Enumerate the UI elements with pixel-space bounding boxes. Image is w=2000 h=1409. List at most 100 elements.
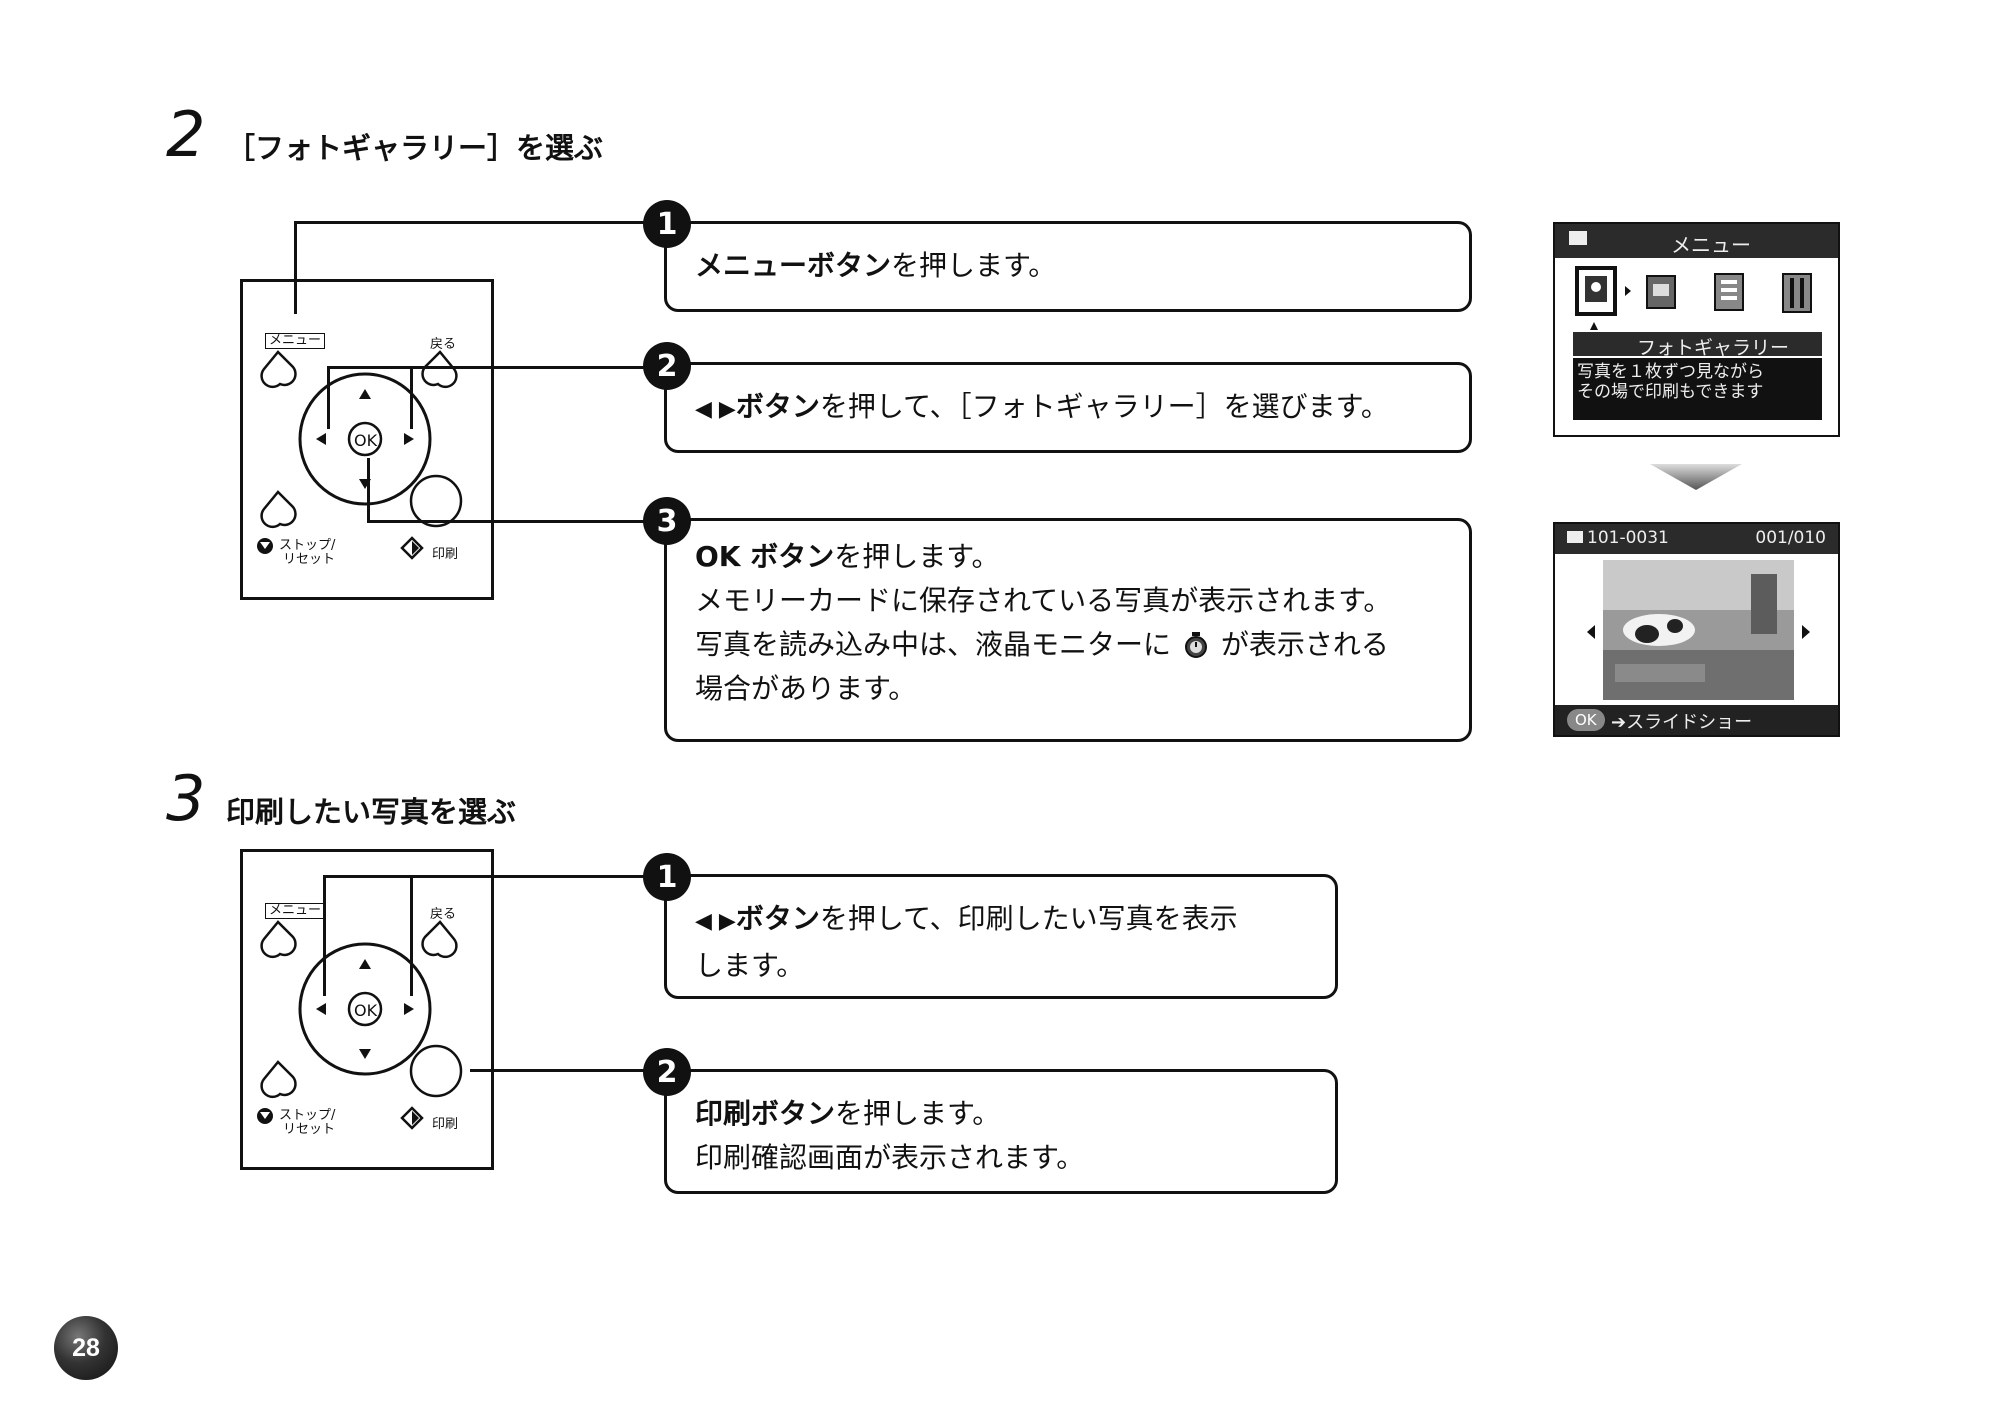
lcd-menu-header: メニュー xyxy=(1671,233,1751,257)
dpad-left-arrow xyxy=(316,1003,326,1015)
next-photo-arrow xyxy=(1802,625,1810,639)
instruction-text: が表示される xyxy=(1220,628,1389,661)
ok-button-badge: OK xyxy=(1567,709,1605,731)
bold-label: ボタン xyxy=(735,902,820,935)
lcd-photo-file: 101-0031 xyxy=(1587,528,1669,548)
back-button-label: 戻る xyxy=(430,337,457,352)
instruction-line: 印刷確認画面が表示されます。 xyxy=(695,1141,1085,1174)
instruction-line: メニューボタンを押します。 xyxy=(695,244,1447,288)
instruction-line: します。 xyxy=(695,949,805,982)
instruction-box-3-2: 印刷ボタンを押します。 印刷確認画面が表示されます。 xyxy=(664,1069,1338,1194)
print-side-button-shape xyxy=(409,474,463,528)
connector-menu-vertical xyxy=(294,221,297,314)
step-3-badge-1: 1 xyxy=(643,853,691,901)
step-2-number: 2 xyxy=(166,98,206,171)
timer-icon xyxy=(1184,632,1207,658)
lcd-photo-header-bar: 101-0031 001/010 xyxy=(1555,524,1838,554)
card-icon xyxy=(1567,531,1583,543)
connector-right-vertical xyxy=(410,875,413,996)
lower-left-button-shape xyxy=(260,490,297,529)
lcd-photo-counter: 001/010 xyxy=(1755,528,1826,548)
instruction-box-3-1: ◀ ▶ボタンを押して、印刷したい写真を表示 します。 xyxy=(664,874,1338,999)
instruction-line: OK ボタンを押します。 xyxy=(695,535,1447,579)
lcd-menu-desc: 写真を１枚ずつ見ながら その場で印刷もできます xyxy=(1573,358,1822,420)
lcd-photo-screen: 101-0031 001/010 OK ➔スライドショー xyxy=(1553,522,1840,737)
stop-label-1: ストップ/ xyxy=(279,1108,336,1123)
lcd-menu-caption: フォトギャラリー xyxy=(1637,337,1790,359)
print-side-button-shape xyxy=(409,1044,463,1098)
lcd-photo-footer: OK ➔スライドショー xyxy=(1555,705,1838,735)
menu-button-shape xyxy=(260,920,297,959)
instruction-box-2-2: ◀ ▶ボタンを押して、［フォトギャラリー］を選びます。 xyxy=(664,362,1472,453)
transition-arrow-icon xyxy=(1650,464,1742,490)
lcd-menu-caption-bar: フォトギャラリー xyxy=(1573,332,1822,359)
instruction-line: 写真を読み込み中は、液晶モニターに が表示される xyxy=(695,623,1447,667)
step-2-title: ［フォトギャラリー］を選ぶ xyxy=(226,131,604,165)
back-button-label: 戻る xyxy=(430,907,457,922)
control-panel-diagram: メニュー 戻る OK ストップ/ リセット 印刷 xyxy=(240,279,494,600)
instruction-text: を押します。 xyxy=(835,1097,1001,1130)
step-2-badge-1: 1 xyxy=(643,200,691,248)
lcd-menu-desc-line: 写真を１枚ずつ見ながら xyxy=(1577,362,1764,382)
instruction-box-2-3: OK ボタンを押します。 メモリーカードに保存されている写真が表示されます。 写… xyxy=(664,518,1472,742)
lcd-menu-screen: メニュー フォトギャラリー 写真を１枚ずつ見ながら その場で印刷もできます xyxy=(1553,222,1840,437)
arrow-glyphs: ◀ ▶ xyxy=(695,909,736,934)
instruction-line: ◀ ▶ボタンを押して、［フォトギャラリー］を選びます。 xyxy=(695,385,1447,432)
connector-left-vertical xyxy=(327,366,330,429)
card-icon xyxy=(1569,231,1587,245)
ok-button-label: OK xyxy=(354,431,378,450)
lcd-menu-header-bar: メニュー xyxy=(1555,224,1838,258)
photo-thumbnail xyxy=(1587,560,1810,700)
ok-button-label: OK xyxy=(354,1001,378,1020)
step-3-badge-2: 2 xyxy=(643,1048,691,1096)
control-panel-buttons xyxy=(257,920,463,1130)
connector-right-vertical xyxy=(410,366,413,429)
lower-left-button-shape xyxy=(260,1060,297,1099)
dpad-up-arrow xyxy=(359,389,371,399)
bold-label: OK ボタン xyxy=(695,540,835,573)
step-3-number: 3 xyxy=(166,762,206,835)
step-3-title: 印刷したい写真を選ぶ xyxy=(226,795,517,829)
arrow-glyphs: ◀ ▶ xyxy=(695,397,736,422)
instruction-text: を押して、印刷したい写真を表示 xyxy=(819,902,1238,935)
instruction-line: ◀ ▶ボタンを押して、印刷したい写真を表示 xyxy=(695,897,1313,944)
dpad-left-arrow xyxy=(316,433,326,445)
connector-ok-vertical xyxy=(367,458,370,522)
connector-arrows-horizontal xyxy=(327,366,667,369)
dpad-up-arrow xyxy=(359,959,371,969)
bold-label: ボタン xyxy=(735,390,820,423)
instruction-text: を押して、［フォトギャラリー］を選びます。 xyxy=(819,390,1389,423)
stop-label-2: リセット xyxy=(283,552,336,567)
connector-ok-horizontal xyxy=(367,520,667,523)
ok-button-shape xyxy=(347,991,383,1027)
lcd-menu-desc-line: その場で印刷もできます xyxy=(1577,382,1764,402)
instruction-line: メモリーカードに保存されている写真が表示されます。 xyxy=(695,584,1392,617)
prev-photo-arrow xyxy=(1587,625,1595,639)
page-number: 28 xyxy=(54,1316,118,1380)
connector-left-vertical xyxy=(323,875,326,996)
stop-label-1: ストップ/ xyxy=(279,538,336,553)
print-button-label: 印刷 xyxy=(432,547,459,562)
control-panel-diagram: メニュー 戻る OK ストップ/ リセット 印刷 xyxy=(240,849,494,1170)
ok-button-shape xyxy=(347,421,383,457)
stop-label-2: リセット xyxy=(283,1122,336,1137)
bold-label: 印刷ボタン xyxy=(695,1097,836,1130)
connector-print-horizontal xyxy=(470,1069,667,1072)
menu-button-shape xyxy=(260,350,297,389)
back-button-shape xyxy=(421,350,458,389)
lcd-menu-icons xyxy=(1575,266,1812,330)
step-2-badge-3: 3 xyxy=(643,497,691,545)
connector-menu-horizontal xyxy=(294,221,667,224)
instruction-line: 場合があります。 xyxy=(695,672,917,705)
step-2-badge-2: 2 xyxy=(643,342,691,390)
back-button-shape xyxy=(421,920,458,959)
instruction-line: 印刷ボタンを押します。 xyxy=(695,1092,1313,1136)
lcd-photo-footer-text: ➔スライドショー xyxy=(1611,712,1753,733)
dpad-down-arrow xyxy=(359,1049,371,1059)
tools-icon xyxy=(1782,273,1812,313)
print-button-label: 印刷 xyxy=(432,1117,459,1132)
instruction-text: を押します。 xyxy=(891,249,1057,282)
bold-label: メニューボタン xyxy=(695,249,892,282)
menu-button-label: メニュー xyxy=(265,333,326,349)
instruction-box-2-1: メニューボタンを押します。 xyxy=(664,221,1472,312)
